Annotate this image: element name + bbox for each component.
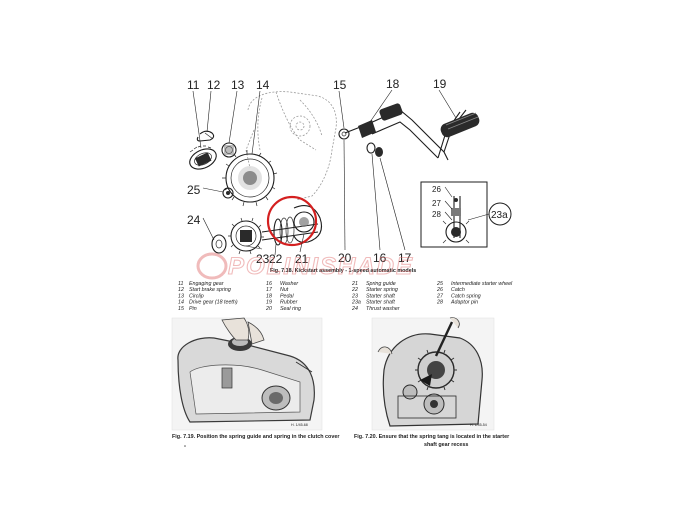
- legend-description: Engaging gear: [189, 281, 224, 287]
- legend-number: 15: [178, 306, 184, 312]
- callout-28: 28: [432, 210, 441, 219]
- legend-number: 17: [266, 287, 273, 293]
- legend-number: 21: [351, 281, 358, 287]
- legend-description: Starter shaft: [366, 300, 395, 306]
- clutch-cover-outline: [245, 91, 337, 201]
- callout-21: 21: [295, 252, 309, 266]
- callout-22: 22: [269, 252, 283, 266]
- legend-description: Rubber: [280, 300, 298, 306]
- legend-description: Intermediate starter wheel: [451, 281, 513, 287]
- starter-shaft-and-spring: [261, 205, 323, 246]
- legend-description: Drive gear (18 teeth): [189, 300, 238, 306]
- circlip: [221, 142, 237, 158]
- intermediate-starter-wheel: [222, 187, 234, 199]
- legend-description: Seal ring: [280, 306, 301, 312]
- kickstart-exploded-diagram: 11 12 13 14 15 18 19 25 24 23 22 21 20 1…: [187, 77, 512, 274]
- legend-description: Spring guide: [366, 281, 396, 287]
- legend-number: 11: [178, 281, 184, 287]
- engaging-gear: [189, 145, 217, 170]
- legend-description: Thrust washer: [366, 306, 400, 312]
- fig-7-20-caption-line1: Fig. 7.20. Ensure that the spring tang i…: [354, 434, 510, 440]
- legend-number: 26: [436, 287, 443, 293]
- highlight-circle: [266, 195, 318, 247]
- callout-20: 20: [338, 251, 352, 265]
- photo-fig-7-20: H. 1/45-54 Fig. 7.20. Ensure that the sp…: [354, 317, 510, 448]
- legend-number: 18: [266, 293, 272, 299]
- parts-legend: 11 Engaging gear 12 Start brake spring 13 Cir…: [178, 281, 513, 312]
- thrust-washer: [211, 234, 227, 254]
- callout-15: 15: [333, 78, 347, 92]
- legend-number: 23a: [351, 300, 361, 306]
- legend-description: Circlip: [189, 293, 204, 299]
- callout-23: 23: [256, 252, 270, 266]
- callout-11: 11: [187, 78, 200, 92]
- callout-23a-ring: [488, 202, 512, 226]
- fig-7-19-caption: Fig. 7.19. Position the spring guide and…: [172, 434, 340, 440]
- callout-24: 24: [187, 213, 201, 227]
- seal-ring: [338, 128, 350, 140]
- leader-lines: [192, 89, 490, 256]
- legend-description: Starter spring: [366, 287, 398, 293]
- legend-number: 12: [178, 287, 184, 293]
- watermark: POLINISHADE: [196, 252, 414, 281]
- fig-7-20-caption-line2: shaft gear recess: [424, 442, 468, 448]
- callout-12: 12: [207, 78, 221, 92]
- callout-16: 16: [373, 251, 387, 265]
- fig-7-20-ref: H. 1/45-54: [470, 423, 487, 427]
- legend-number: 19: [266, 300, 272, 306]
- callout-26: 26: [432, 185, 441, 194]
- kick-pedal-arm: [344, 103, 467, 161]
- legend-number: 27: [436, 293, 444, 299]
- legend-number: 23: [351, 293, 358, 299]
- pedal-rubber: [440, 112, 480, 138]
- photo-fig-7-19: H. 1/45-68 Fig. 7.19. Position the sprin…: [171, 317, 340, 440]
- legend-description: Pin: [189, 306, 197, 312]
- callout-13: 13: [231, 78, 245, 92]
- legend-description: Adaptor pin: [450, 300, 478, 306]
- legend-description: Pedal: [280, 293, 294, 299]
- callout-14: 14: [256, 78, 270, 92]
- callout-19: 19: [433, 77, 447, 91]
- callout-18: 18: [386, 77, 400, 91]
- legend-number: 25: [436, 281, 443, 287]
- legend-description: Catch spring: [451, 293, 481, 299]
- legend-number: 14: [178, 300, 184, 306]
- callout-labels: 11 12 13 14 15 18 19 25 24 23 22 21 20 1…: [187, 77, 512, 266]
- legend-number: 22: [351, 287, 358, 293]
- start-brake-spring: [196, 130, 215, 142]
- legend-number: 28: [436, 300, 443, 306]
- fig-7-19-ref: H. 1/45-68: [291, 423, 308, 427]
- legend-number: 24: [351, 306, 358, 312]
- legend-description: Starter shaft: [366, 293, 395, 299]
- washer-and-nut: [366, 142, 383, 157]
- callout-23a: 23a: [491, 210, 508, 221]
- legend-number: 16: [266, 281, 272, 287]
- callout-17: 17: [398, 251, 412, 265]
- legend-description: Start brake spring: [189, 287, 231, 293]
- fig-7-18-caption: Fig. 7.18. Kickstart assembly - 1-speed …: [270, 268, 416, 274]
- starter-shaft-gear: [228, 217, 264, 255]
- legend-description: Catch: [451, 287, 465, 293]
- legend-number: 20: [265, 306, 272, 312]
- page-dot: [184, 445, 186, 447]
- drive-gear-18-teeth: [222, 150, 278, 207]
- inset-box-starter-shaft-23a: [420, 181, 488, 248]
- legend-description: Nut: [280, 287, 289, 293]
- legend-number: 13: [178, 293, 184, 299]
- callout-27: 27: [432, 199, 441, 208]
- legend-description: Washer: [280, 281, 298, 287]
- callout-25: 25: [187, 183, 201, 197]
- watermark-text: POLINISHADE: [228, 253, 414, 280]
